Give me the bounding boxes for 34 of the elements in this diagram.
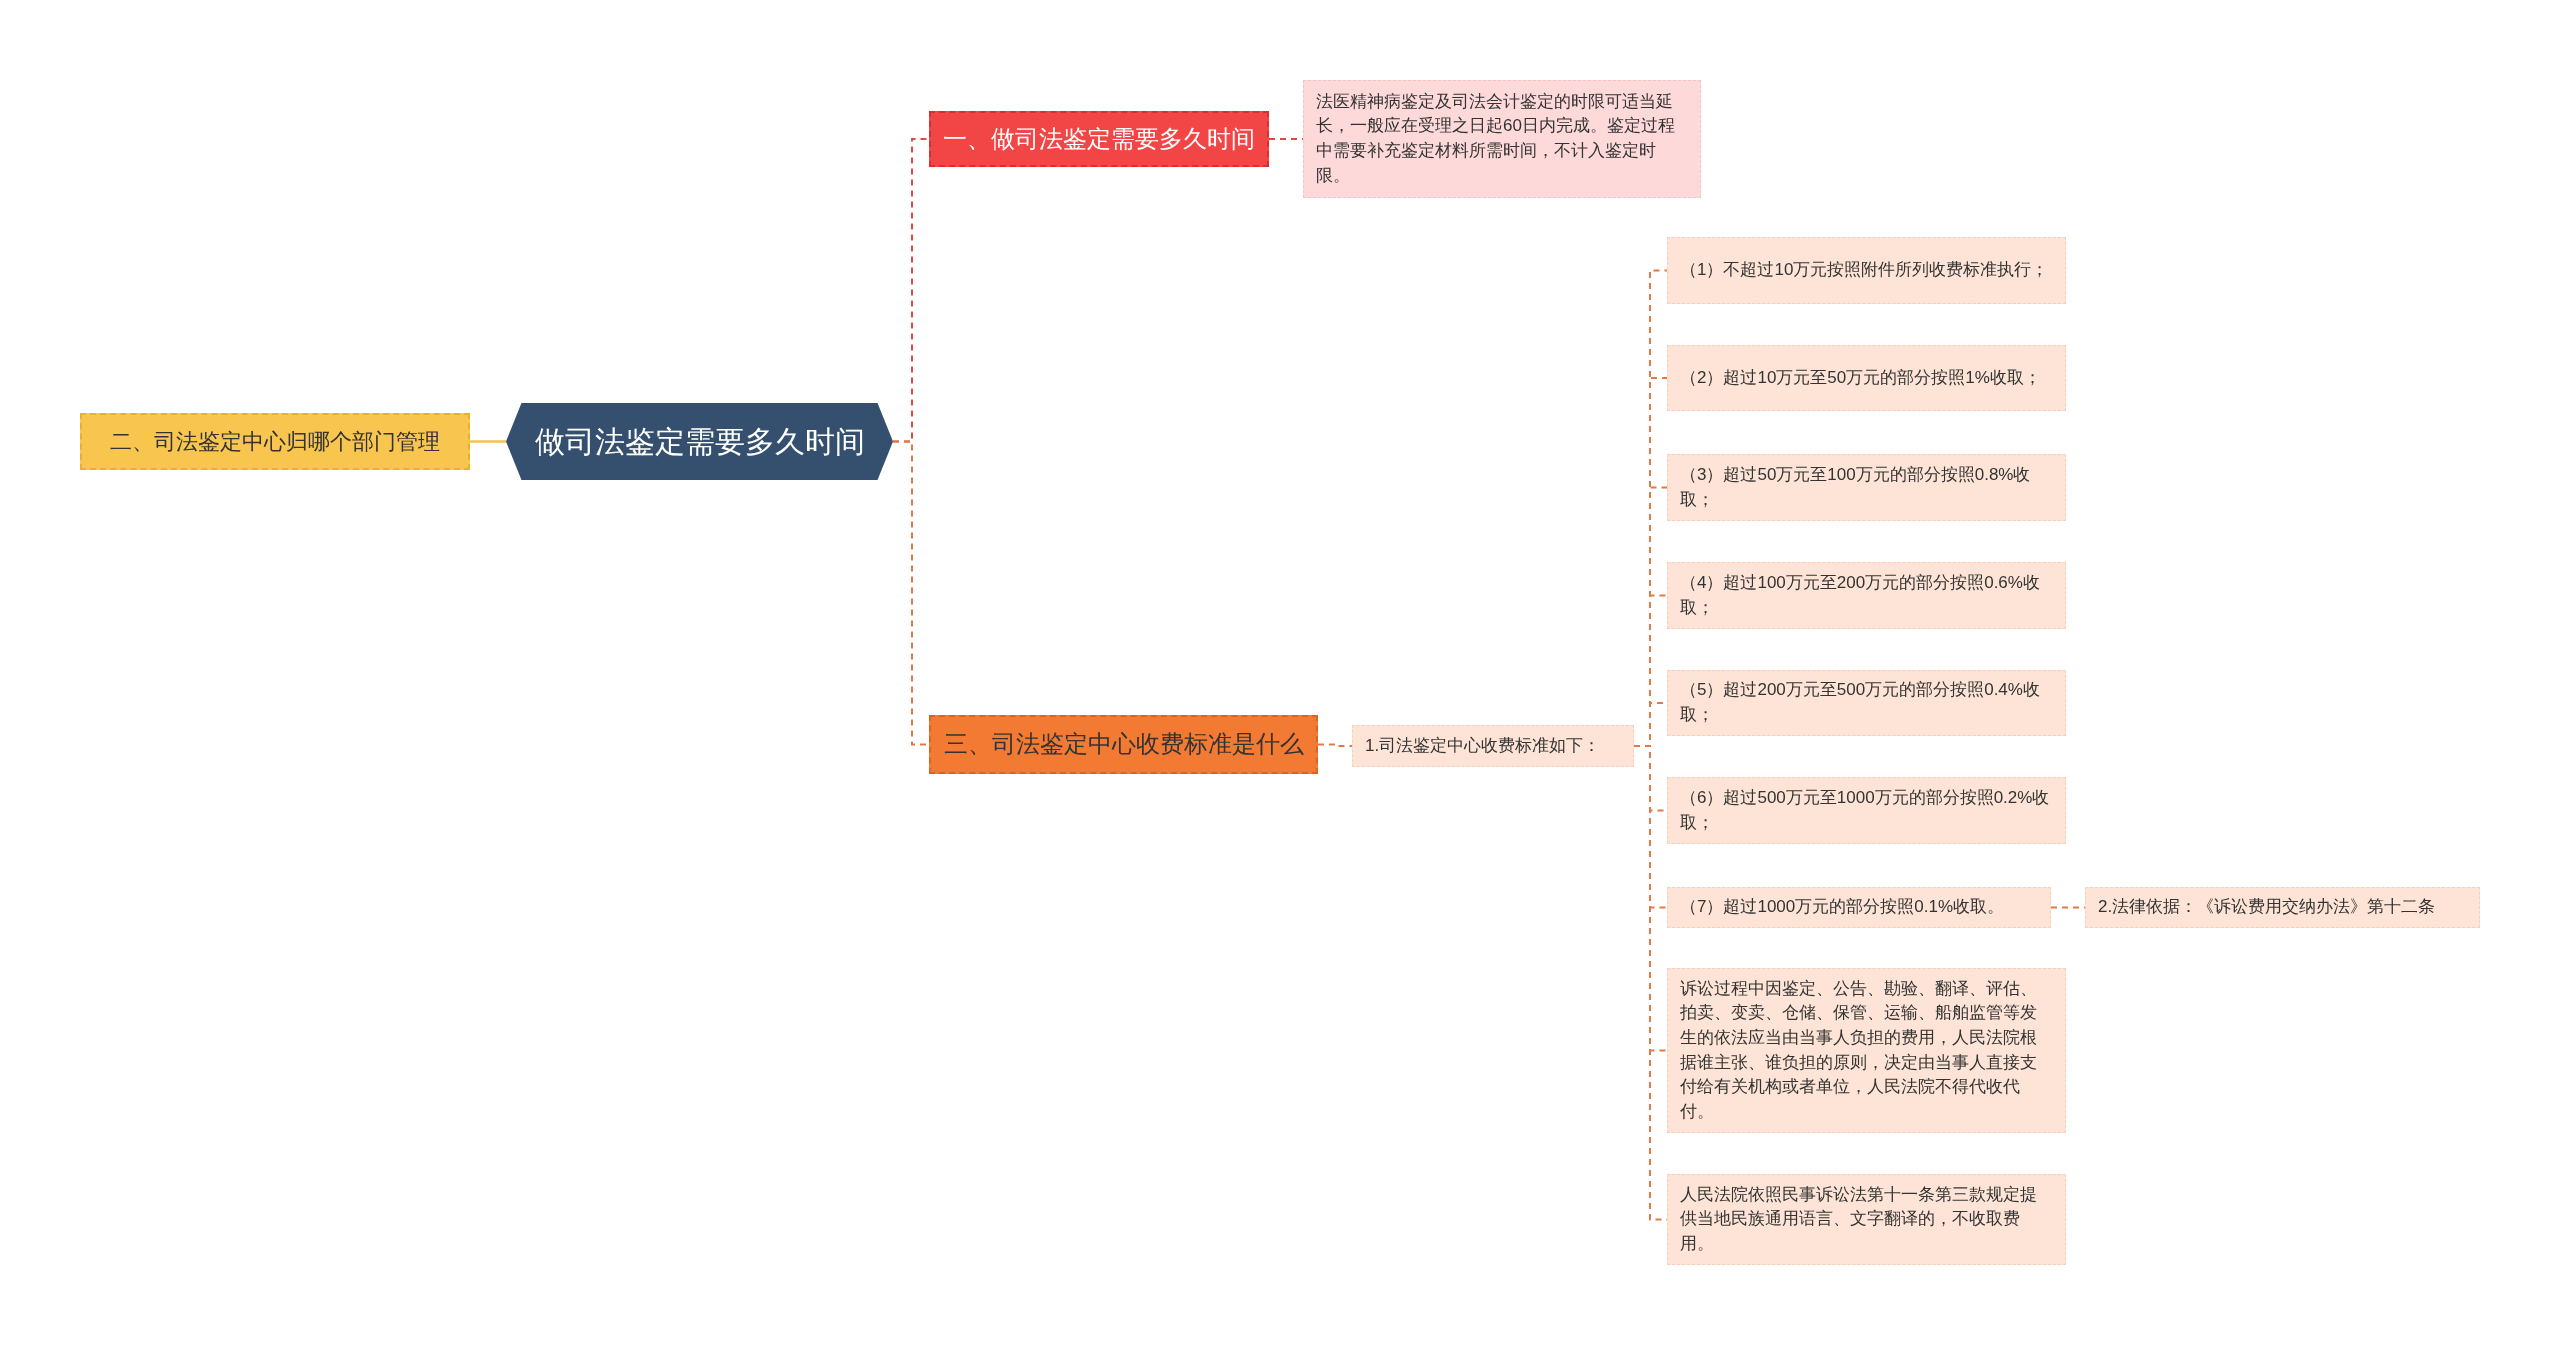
topic-box: [80, 413, 470, 470]
node-text: 2.法律依据：《诉讼费用交纳办法》第十二条: [2098, 896, 2436, 919]
node-text: 一、做司法鉴定需要多久时间: [943, 123, 1255, 154]
central-topic: [506, 403, 893, 480]
node-text: 法医精神病鉴定及司法会计鉴定的时限可适当延长，一般应在受理之日起60日内完成。鉴定过程中需要补充鉴定材料所需时间，不计入鉴定时限。: [1316, 90, 1676, 187]
note-box: [1667, 887, 2051, 928]
node-text: 三、司法鉴定中心收费标准是什么: [943, 729, 1304, 760]
node-text: 诉讼过程中因鉴定、公告、勘验、翻译、评估、拍卖、变卖、仓储、保管、运输、船舶监管等发生的依法应当由当事人负担的费用，人民法院根据谁主张、谁负担的原则，决定由当事人直接支付给有关机构或者单位，人民法院不得代收代付。: [1680, 977, 2038, 1123]
note-box: [1667, 670, 2066, 736]
node-text: 人民法院依照民事诉讼法第十一条第三款规定提供当地民族通用语言、文字翻译的，不收取费用。: [1680, 1183, 2038, 1255]
note-box: [1667, 777, 2066, 844]
node-text: （7）超过1000万元的部分按照0.1%收取。: [1680, 896, 2005, 919]
note-box: [1667, 454, 2066, 521]
note-box: [1667, 968, 2066, 1133]
note-box: [1352, 725, 1634, 767]
connector-line: [1317, 743, 1353, 747]
topic-box: [929, 111, 1269, 167]
note-box: [1667, 237, 2066, 304]
node-text: 二、司法鉴定中心归哪个部门管理: [110, 427, 440, 456]
note-box: [1667, 1174, 2066, 1265]
node-text: （2）超过10万元至50万元的部分按照1%收取；: [1680, 366, 2041, 389]
note-box: [2085, 887, 2480, 928]
note-box: [1667, 562, 2066, 629]
node-text: （4）超过100万元至200万元的部分按照0.6%收取；: [1680, 571, 2041, 619]
node-text: （1）不超过10万元按照附件所列收费标准执行；: [1680, 259, 2049, 282]
node-text: 做司法鉴定需要多久时间: [534, 423, 865, 460]
node-text: （5）超过200万元至500万元的部分按照0.4%收取；: [1680, 679, 2041, 726]
connector-line: [470, 440, 506, 443]
node-text: （3）超过50万元至100万元的部分按照0.8%收取；: [1680, 463, 2032, 511]
note-box: [1303, 80, 1701, 198]
node-text: 1.司法鉴定中心收费标准如下：: [1365, 734, 1601, 757]
node-text: （6）超过500万元至1000万元的部分按照0.2%收取；: [1680, 786, 2051, 834]
topic-box: [929, 715, 1318, 774]
note-box: [1667, 345, 2066, 411]
